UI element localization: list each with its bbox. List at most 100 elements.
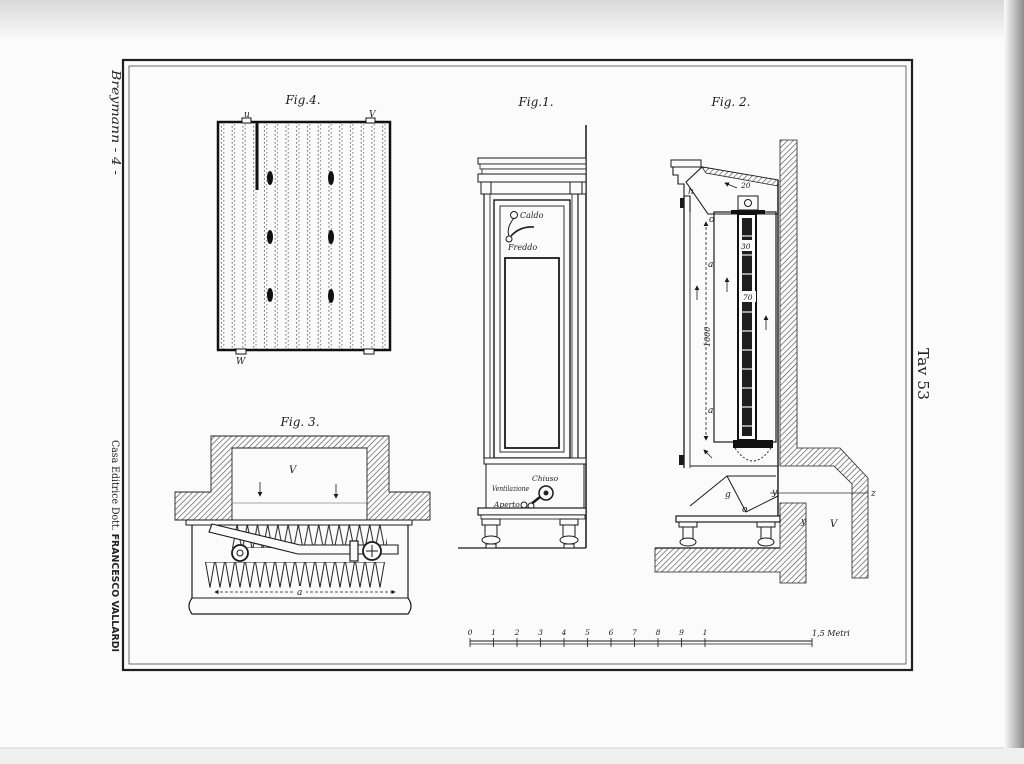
- publisher-prefix: Casa Editrice Dott.: [109, 440, 120, 534]
- fig1-label-caldo: Caldo: [520, 211, 544, 220]
- fig4-opening: [267, 171, 273, 185]
- fig2-label-o-top: o: [709, 215, 715, 225]
- fig2-label-70-bg: [742, 291, 756, 302]
- fig2-label-20: 20: [740, 181, 751, 190]
- fig1-lower-band: [483, 457, 587, 465]
- fig1-vent-lever-hub: [543, 490, 549, 496]
- plate-frame-outer: [121, 58, 914, 672]
- scale-tick-label: 9: [679, 628, 684, 637]
- fig3-body-sides: [191, 525, 409, 598]
- fig3-title: Fig. 3.: [280, 415, 320, 429]
- plate-frame-inner: [128, 65, 907, 665]
- scale-tick-label: 1: [491, 628, 496, 637]
- fig2-cornice-profile: [672, 167, 691, 212]
- scale-tick-label: 0: [468, 628, 473, 637]
- fig2-label-a-lower: a: [708, 406, 713, 416]
- plate-number-label: Tav 53: [914, 348, 932, 400]
- fig2-label-30: 30: [741, 242, 751, 251]
- fig2-radiator-core: [742, 218, 752, 436]
- fig2-airflow-arrow: [703, 449, 713, 459]
- right-scan-edge: [1004, 0, 1024, 764]
- fig4-label-v: V: [369, 110, 377, 120]
- scale-tick-label: 3: [538, 628, 543, 637]
- fig2-label-30-bg: [740, 240, 754, 251]
- scale-tick-label: 1: [703, 628, 708, 637]
- fig2-label-v: V: [830, 519, 839, 530]
- fig3-radiator-section: Fig. 3. V a: [174, 415, 431, 615]
- fig2-label-z: z: [870, 489, 876, 499]
- fig2-label-y: y: [771, 488, 778, 498]
- scale-tick-label: 5: [585, 628, 590, 637]
- bottom-scan-band: [0, 748, 1024, 764]
- fig1-dial-pivot: [510, 211, 518, 219]
- fig4-label-u: u: [244, 110, 250, 120]
- fig2-bottom-dome: [734, 447, 772, 462]
- scale-bar: 0 1 2 3 4 5 6 7 8 9 1 1,5 Metri: [468, 628, 850, 647]
- fig4-title: Fig.4.: [284, 93, 320, 107]
- fig4-plan-view: Fig.4. u V W: [216, 93, 392, 367]
- scale-ticks: [469, 638, 813, 647]
- fig2-bottom-plate: [733, 440, 773, 448]
- fig2-foot-right-neck: [760, 526, 772, 540]
- fig1-capital-left: [480, 181, 492, 195]
- scale-tick-label: 4: [561, 628, 567, 637]
- fig3-cylinder: [231, 544, 249, 562]
- fig3-flange: [349, 540, 359, 562]
- fig1-door-panel: [504, 257, 560, 449]
- fig4-opening: [328, 289, 334, 303]
- fig4-tab-u: [241, 117, 252, 124]
- fig2-label-y2: y: [800, 517, 807, 527]
- fig1-foot-left-neck: [484, 524, 498, 538]
- fig2-label-o-bottom: o: [742, 505, 748, 515]
- fig2-hinge-top: [680, 198, 684, 208]
- fig2-title: Fig. 2.: [711, 95, 751, 109]
- author-label: Breymann - 4 -: [109, 69, 123, 175]
- fig2-foot-right-top: [756, 521, 776, 528]
- fig1-label-aperto: Aperto: [493, 500, 520, 509]
- fig3-fins-lower: [205, 562, 385, 588]
- fig4-tab-v: [365, 117, 376, 124]
- fig4-label-w: W: [236, 357, 246, 367]
- fig1-label-freddo: Freddo: [507, 243, 537, 252]
- publisher-name: FRANCESCO VALLARDI: [109, 534, 120, 652]
- fig1-dial-handle: [510, 226, 535, 237]
- fig2-foot-left-neck: [682, 526, 694, 540]
- fig1-label-chiuso: Chiuso: [532, 474, 559, 483]
- fig1-cornice-band: [479, 163, 587, 170]
- fig4-opening: [328, 230, 334, 244]
- fig1-label-ventilazione: Ventilazione: [492, 485, 529, 493]
- fig2-floor-section: [654, 502, 807, 584]
- fig2-top-fixture-ring: [744, 199, 752, 207]
- fig3-cylinder-core: [236, 549, 244, 557]
- fig4-tab-right-bottom: [363, 348, 375, 355]
- fig4-tab-w: [235, 348, 247, 355]
- fig1-foot-right-neck: [562, 524, 576, 538]
- scale-tick-label: 7: [632, 628, 637, 637]
- fig4-panel: [216, 120, 392, 352]
- fig1-capital-right: [569, 181, 583, 195]
- scale-unit-label: 1,5 Metri: [812, 629, 850, 638]
- fig2-damper-right: [726, 475, 779, 513]
- fig1-foot-right-bun: [559, 535, 579, 545]
- fig1-plinth-lower: [480, 514, 586, 520]
- fig1-cornice-top: [477, 157, 587, 165]
- fig1-vent-stop: [520, 501, 528, 509]
- fig4-opening: [267, 288, 273, 302]
- top-scan-shadow: [0, 0, 1024, 42]
- scale-tick-label: 2: [514, 628, 520, 637]
- fig1-plinth: [477, 507, 587, 516]
- fig2-hinge-bottom: [679, 455, 684, 465]
- fig1-foot-right-base: [563, 543, 575, 549]
- fig2-foot-left-top: [678, 521, 698, 528]
- fig2-foot-left-bun: [679, 537, 697, 547]
- fig3-label-a: a: [297, 588, 302, 598]
- fig1-dial-arc: [507, 217, 515, 237]
- fig4-opening: [267, 230, 273, 244]
- fig1-cornice-moulding: [477, 173, 587, 183]
- fig2-label-70: 70: [743, 293, 753, 302]
- fig1-foot-left-bun: [481, 535, 501, 545]
- fig2-label-a-upper: a: [708, 260, 713, 270]
- fig2-dimension-label: 1000: [703, 327, 712, 347]
